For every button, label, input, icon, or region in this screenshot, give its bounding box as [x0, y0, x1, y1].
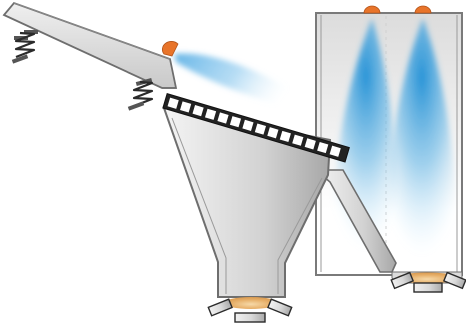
hopper: [162, 106, 332, 323]
spray-nozzle-icon: [161, 41, 179, 57]
slotted-screen: [162, 93, 350, 163]
conveyor-roller-icon: [207, 298, 233, 317]
conveyor-roller-icon: [413, 282, 443, 293]
spray-tower: [315, 5, 466, 293]
vibrating-feeder-icon: [2, 1, 178, 89]
spray-nozzle-icon: [414, 5, 432, 14]
hopper-inner-wall: [171, 117, 227, 294]
chute-body: [313, 169, 397, 273]
spray-nozzle-icon: [363, 5, 381, 14]
vibrating-feeder: [2, 1, 178, 111]
feeder-tray-rim: [13, 2, 171, 60]
conveyor-rollers-tower: [390, 271, 466, 293]
spring-icon: [11, 30, 38, 64]
conveyor-roller-icon: [442, 271, 466, 290]
tower-spray-cone-right: [387, 18, 457, 255]
material-pile-icon: [224, 297, 278, 309]
conveyor-roller-icon: [267, 298, 293, 317]
conveyor-roller-icon: [390, 271, 415, 290]
screen-slots: [167, 97, 341, 157]
hopper-inner-wall-right: [277, 177, 323, 294]
side-spray-jet: [174, 53, 300, 110]
connecting-chute: [313, 169, 397, 273]
conveyor-rollers-hopper: [207, 298, 293, 323]
conveyor-roller-icon: [234, 312, 266, 323]
spring-icon: [127, 77, 154, 111]
side-spray: [161, 41, 300, 110]
